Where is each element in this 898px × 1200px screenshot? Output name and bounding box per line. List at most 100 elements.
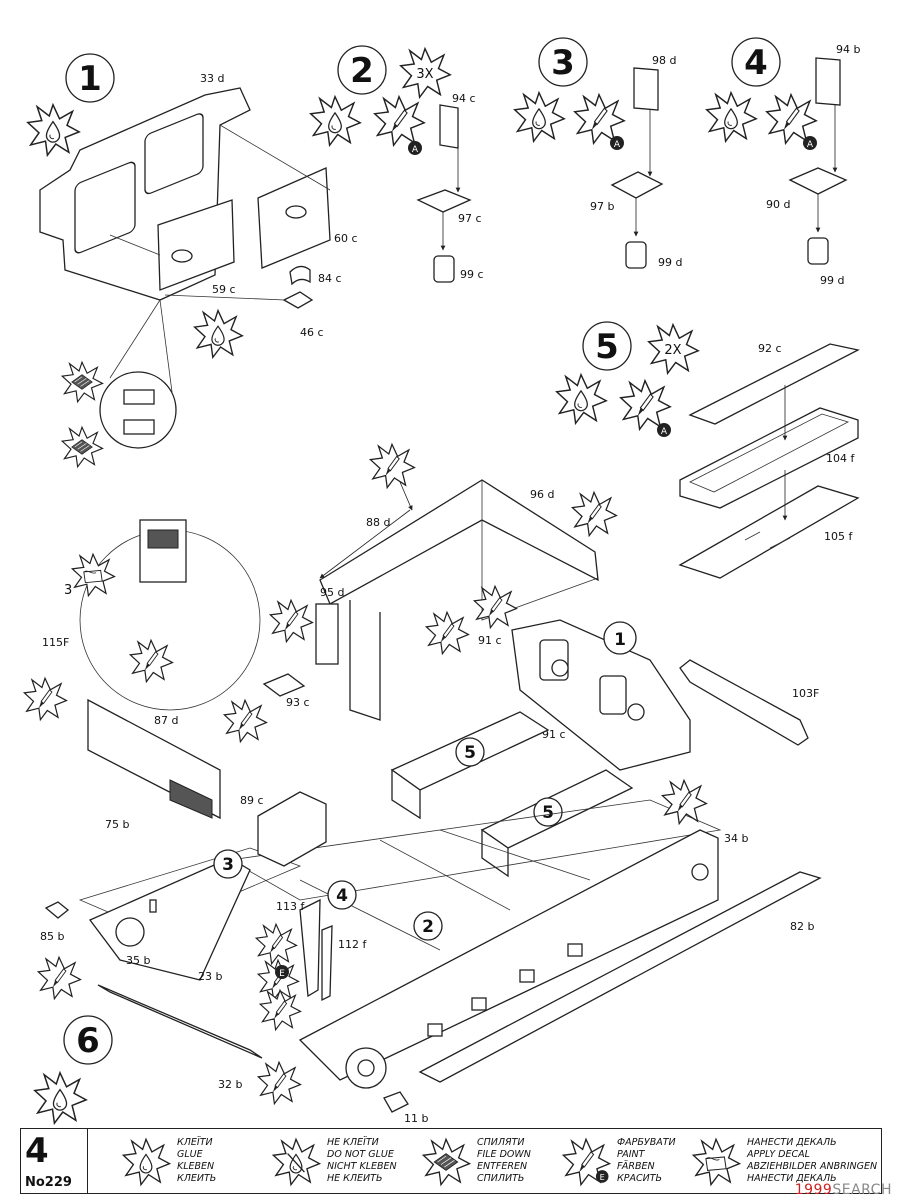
label-104f: 104 f	[826, 452, 855, 465]
legend-line: НЕ КЛЕЇТИ	[327, 1137, 379, 1148]
legend-line: КРАСИТЬ	[617, 1173, 663, 1184]
door-handle-hole	[285, 205, 307, 219]
arrow	[399, 481, 413, 511]
step-5-circle	[582, 321, 632, 371]
legend-paint: E ФАРБУВАТИ PAINT FÄRBEN КРАСИТЬ	[557, 1133, 687, 1191]
part-95d-window	[315, 603, 339, 665]
legend-no-glue: НЕ КЛЕЇТИ DO NOT GLUE NICHT KLEBEN НЕ КЛ…	[267, 1133, 417, 1191]
paint-icon	[130, 640, 172, 681]
label-88d: 88 d	[366, 516, 390, 529]
label-32b: 32 b	[218, 1078, 242, 1091]
label-94c: 94 c	[452, 92, 476, 105]
assembly-line	[219, 124, 331, 191]
part-23b-rail	[97, 984, 263, 1059]
sub-step-1-circle	[603, 621, 637, 655]
part-113f-lever	[299, 898, 321, 998]
part-95d-post	[349, 600, 381, 721]
glue-icon	[515, 93, 565, 142]
legend-line: GLUE	[177, 1149, 203, 1160]
label-82b: 82 b	[790, 920, 814, 933]
label-112f: 112 f	[338, 938, 367, 951]
step-1-number: 1	[78, 59, 102, 99]
legend-line: ABZIEHBILDER ANBRINGEN	[747, 1161, 878, 1172]
legend-glue-text: КЛЕЇТИ GLUE KLEBEN КЛЕИТЬ	[177, 1137, 216, 1185]
legend-line: FÄRBEN	[617, 1161, 655, 1172]
step-1: 1 33 d 60 c 59 c 84 c 46 c	[28, 53, 358, 467]
label-85b: 85 b	[40, 930, 64, 943]
legend-line: НЕ КЛЕИТЬ	[327, 1173, 383, 1184]
part-35b-side	[88, 857, 251, 981]
step-4: 4 A 94 b 90 d 99 d	[707, 37, 860, 287]
assembly-line	[109, 234, 161, 256]
part-89c-box	[257, 791, 327, 867]
label-46c: 46 c	[300, 326, 324, 339]
window-glass	[147, 529, 179, 549]
glue-icon	[311, 97, 361, 146]
paint-icon	[260, 990, 300, 1030]
legend-line: СПИЛИТЬ	[477, 1173, 525, 1184]
part-97c	[416, 189, 472, 213]
wheel-arch	[115, 917, 145, 947]
svg-text:E: E	[600, 1172, 605, 1182]
label-95d: 95 d	[320, 586, 344, 599]
part-112f-lever	[321, 925, 333, 1002]
paint-icon	[767, 95, 817, 144]
side-slot	[149, 899, 157, 913]
label-89c: 89 c	[240, 794, 264, 807]
part-99d	[807, 237, 829, 265]
mount-bracket	[427, 1023, 443, 1037]
step-1-circle	[65, 53, 115, 103]
mount-bracket	[567, 943, 583, 957]
legend-line: НАНЕСТИ ДЕКАЛЬ	[747, 1173, 837, 1184]
cab-window-right	[144, 113, 204, 195]
legend-decal: НАНЕСТИ ДЕКАЛЬ APPLY DECAL ABZIEHBILDER …	[687, 1133, 879, 1191]
sub-step-3-circle	[213, 849, 243, 879]
step-2-number: 2	[350, 51, 374, 91]
legend-line: КЛЕЇТИ	[177, 1137, 213, 1148]
watermark-text: SEARCH	[832, 1182, 892, 1198]
label-34b: 34 b	[724, 832, 748, 845]
label-94b: 94 b	[836, 43, 860, 56]
assembly-line	[164, 294, 286, 301]
badge-letter: A	[661, 427, 668, 437]
label-59c: 59 c	[212, 283, 236, 296]
step-5-multiplier: 2X	[664, 343, 681, 358]
arrow	[319, 509, 411, 579]
label-99c: 99 c	[460, 268, 484, 281]
sub-step-5-circle	[455, 737, 485, 767]
color-badge-a	[408, 141, 422, 155]
part-104f	[679, 407, 859, 509]
legend-line: СПИЛЯТИ	[477, 1137, 525, 1148]
label-98d: 98 d	[652, 54, 676, 67]
slot-detail	[744, 531, 791, 549]
magnifier-line	[109, 299, 161, 379]
step-4-number: 4	[744, 43, 768, 83]
paint-icon	[426, 612, 468, 653]
decal-icon	[687, 1135, 745, 1189]
paint-icon	[474, 586, 516, 627]
legend-divider	[87, 1129, 88, 1193]
step-3-number: 3	[551, 43, 575, 83]
step-6-number: 6	[76, 1021, 100, 1061]
legend-line: APPLY DECAL	[747, 1149, 810, 1160]
part-11b	[383, 1091, 409, 1113]
paint-icon	[24, 678, 66, 719]
door-handle-hole	[171, 249, 193, 263]
badge-letter: A	[412, 145, 419, 155]
sub-step-5-number: 5	[542, 803, 554, 823]
front-grille	[169, 779, 213, 819]
watermark: 1999SEARCH	[795, 1182, 892, 1198]
light-fixture	[551, 659, 569, 677]
step-6-circle	[63, 1015, 113, 1065]
page-number: 4	[25, 1131, 49, 1171]
legend-file-down: СПИЛЯТИ FILE DOWN ENTFEREN СПИЛИТЬ	[417, 1133, 557, 1191]
legend-glue: КЛЕЇТИ GLUE KLEBEN КЛЕИТЬ	[117, 1133, 267, 1191]
detail-magnifier	[99, 371, 177, 449]
file-down-icon	[62, 362, 102, 402]
label-99d: 99 d	[658, 256, 682, 269]
sub-step-4-circle	[327, 880, 357, 910]
magnifier-line	[159, 299, 173, 393]
label-93c: 93 c	[286, 696, 310, 709]
floor-frame	[228, 799, 722, 901]
